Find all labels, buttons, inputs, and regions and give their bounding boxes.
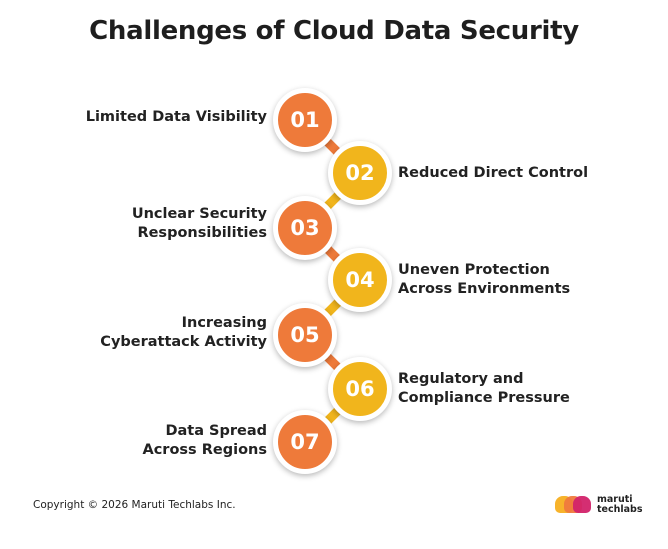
- label-line: Data Spread: [165, 423, 267, 439]
- step-circle-05: 05: [273, 303, 337, 367]
- label-line: Limited Data Visibility: [85, 109, 267, 125]
- step-label-02: Reduced Direct Control: [398, 164, 628, 183]
- page-title: Challenges of Cloud Data Security: [89, 16, 579, 46]
- logo: maruti techlabs: [555, 494, 643, 516]
- step-circle-04: 04: [328, 248, 392, 312]
- logo-line2: techlabs: [597, 504, 643, 515]
- label-line: Cyberattack Activity: [100, 334, 267, 350]
- copyright-text: Copyright © 2026 Maruti Techlabs Inc.: [33, 499, 236, 511]
- label-line: Across Regions: [142, 442, 267, 458]
- step-number: 05: [290, 323, 320, 347]
- step-number: 07: [290, 430, 320, 454]
- step-number: 04: [345, 268, 375, 292]
- step-label-01: Limited Data Visibility: [67, 108, 267, 127]
- label-line: Regulatory and: [398, 371, 524, 387]
- step-number: 06: [345, 377, 375, 401]
- step-circle-02: 02: [328, 141, 392, 205]
- step-circle-06: 06: [328, 357, 392, 421]
- step-number: 02: [345, 161, 375, 185]
- label-line: Responsibilities: [137, 225, 267, 241]
- label-line: Increasing: [181, 315, 267, 331]
- label-line: Reduced Direct Control: [398, 165, 589, 181]
- step-number: 03: [290, 216, 320, 240]
- label-line: Across Environments: [398, 281, 571, 297]
- logo-mark-icon: [555, 494, 593, 516]
- logo-line1: maruti: [597, 494, 633, 505]
- step-circle-07: 07: [273, 410, 337, 474]
- step-circle-01: 01: [273, 88, 337, 152]
- label-line: Unclear Security: [131, 206, 267, 222]
- label-line: Compliance Pressure: [398, 390, 570, 406]
- label-line: Uneven Protection: [398, 262, 550, 278]
- logo-text: maruti techlabs: [597, 495, 643, 515]
- step-number: 01: [290, 108, 320, 132]
- step-circle-03: 03: [273, 196, 337, 260]
